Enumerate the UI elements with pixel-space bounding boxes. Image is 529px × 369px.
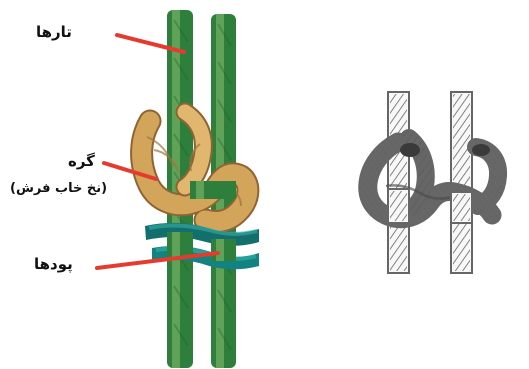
knot-label: گره	[68, 152, 95, 170]
wefts-label: پودها	[34, 255, 73, 273]
sketch-warp-left	[388, 92, 409, 273]
knot-note-label: (نخ خاب فرش)	[10, 181, 107, 196]
warps-label: تارها	[36, 23, 72, 41]
